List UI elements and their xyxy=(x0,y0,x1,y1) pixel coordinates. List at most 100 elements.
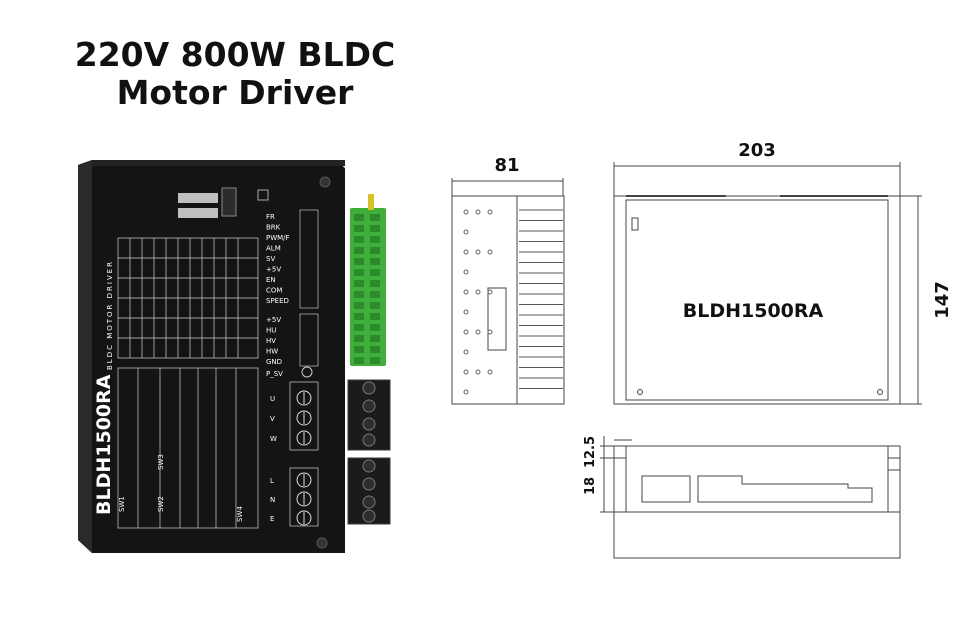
side-view-drawing xyxy=(451,178,565,405)
psv-jumper-icon xyxy=(301,366,313,378)
switch-label: SW1 xyxy=(118,496,126,512)
side-hole xyxy=(463,329,469,335)
side-hole xyxy=(463,389,469,395)
green-pin xyxy=(370,236,380,243)
wire-yellow xyxy=(368,194,374,210)
rs485-port xyxy=(221,187,237,217)
screw-bottom-icon xyxy=(316,537,328,549)
black-terminal-pins xyxy=(362,381,376,523)
power-label: E xyxy=(270,515,274,523)
side-hole xyxy=(463,349,469,355)
switch-label: SW2 xyxy=(157,496,165,512)
green-pin xyxy=(354,291,364,298)
mount-height-dimension: 18 xyxy=(583,477,598,495)
bottom-view-drawing xyxy=(600,436,901,559)
terminal-screw-icon xyxy=(296,430,312,446)
green-pin xyxy=(354,346,364,353)
driver-top-edge xyxy=(92,160,345,166)
green-pin xyxy=(370,302,380,309)
hall-label: GND xyxy=(266,358,282,366)
terminal-screw xyxy=(362,459,376,473)
hall-label: HW xyxy=(266,348,278,356)
signal-label: EN xyxy=(266,276,276,284)
side-hole xyxy=(475,209,481,215)
dip-switch-1 xyxy=(178,193,218,203)
front-view-tab xyxy=(631,217,639,231)
front-view-inner-plate xyxy=(625,199,889,401)
signal-label: ALM xyxy=(266,245,281,253)
signal-connector-outline xyxy=(299,209,319,309)
green-pin xyxy=(354,302,364,309)
switch-label: SW4 xyxy=(236,506,244,522)
front-width-dimension: 203 xyxy=(738,140,776,161)
green-pin xyxy=(354,247,364,254)
green-pin xyxy=(354,269,364,276)
terminal-screw xyxy=(362,509,376,523)
side-hole xyxy=(463,289,469,295)
front-view-hole-left xyxy=(637,389,643,395)
green-pin xyxy=(354,313,364,320)
front-view-hole-right xyxy=(877,389,883,395)
terminal-screw xyxy=(362,399,376,413)
title-line-2: Motor Driver xyxy=(116,73,354,112)
green-pin xyxy=(370,225,380,232)
side-hole xyxy=(475,249,481,255)
green-pin xyxy=(370,214,380,221)
side-hole xyxy=(463,209,469,215)
green-pin xyxy=(354,280,364,287)
green-pin xyxy=(354,236,364,243)
side-hole xyxy=(463,229,469,235)
side-hole xyxy=(475,369,481,375)
side-view-slot xyxy=(487,287,507,351)
bottom-view-base xyxy=(613,511,901,559)
green-pin xyxy=(370,357,380,364)
psv-label: P_SV xyxy=(266,370,283,378)
side-hole xyxy=(487,249,493,255)
terminal-screw xyxy=(362,477,376,491)
green-pin xyxy=(370,291,380,298)
green-pin xyxy=(370,324,380,331)
side-hole xyxy=(475,329,481,335)
dip-switch-2 xyxy=(178,208,218,218)
spec-table xyxy=(117,237,259,529)
terminal-screw-icon xyxy=(296,491,312,507)
mount-offset-dimension: 12.5 xyxy=(583,436,598,468)
side-hole xyxy=(463,369,469,375)
front-model-label: BLDH1500RA xyxy=(683,300,824,322)
heatsink-fins xyxy=(519,209,563,389)
green-pin xyxy=(370,258,380,265)
green-pin xyxy=(354,324,364,331)
front-view-drawing xyxy=(613,162,922,405)
side-hole xyxy=(487,209,493,215)
hall-label: HV xyxy=(266,337,276,345)
motor-label-frame xyxy=(289,381,319,451)
driver-side-edge xyxy=(78,160,92,553)
signal-label: +5V xyxy=(266,266,281,274)
terminal-screw-icon xyxy=(296,510,312,526)
green-pin xyxy=(370,313,380,320)
signal-label: SPEED xyxy=(266,297,289,305)
side-view-holes xyxy=(463,209,493,395)
side-hole xyxy=(487,369,493,375)
terminal-screw xyxy=(362,417,376,431)
hall-label: +5V xyxy=(266,316,281,324)
green-pin xyxy=(354,335,364,342)
screw-top-icon xyxy=(319,176,331,188)
bottom-view-port-2 xyxy=(697,475,873,503)
signal-label: FR xyxy=(266,213,275,221)
motor-label: V xyxy=(270,415,275,423)
green-pin xyxy=(354,225,364,232)
terminal-screw-icon xyxy=(296,410,312,426)
motor-labels: UVW xyxy=(270,390,312,446)
green-pin xyxy=(370,346,380,353)
signal-label: COM xyxy=(266,287,282,295)
terminal-screw-icon xyxy=(296,390,312,406)
signal-label: SV xyxy=(266,255,275,263)
hall-connector-outline xyxy=(299,313,319,367)
power-labels: LNE xyxy=(270,472,312,526)
motor-label: U xyxy=(270,395,275,403)
board-text: BLDC MOTOR DRIVER xyxy=(106,260,114,370)
side-view-outline xyxy=(451,195,565,405)
